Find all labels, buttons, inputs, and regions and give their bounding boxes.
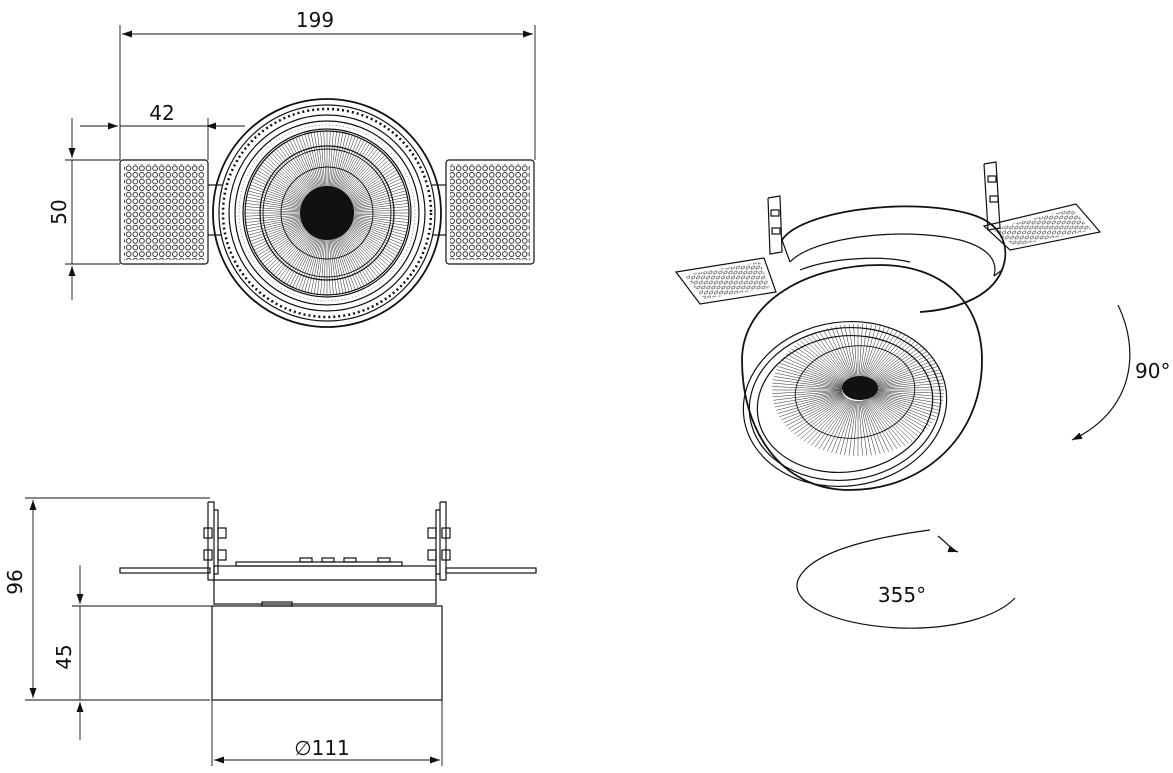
side-right-bracket xyxy=(427,501,537,581)
dim-bracket-height: 50 xyxy=(47,118,120,300)
dim-diameter: ∅111 xyxy=(211,700,443,766)
dim-bracket-width: 42 xyxy=(80,101,245,160)
left-spring-bracket xyxy=(119,159,222,265)
tilt-angle-label: 90° xyxy=(1135,359,1170,383)
side-top-ring xyxy=(213,557,437,607)
side-view: 96 45 ∅111 xyxy=(3,497,537,766)
right-spring-bracket xyxy=(432,159,535,265)
dim-label-diameter: ∅111 xyxy=(294,736,350,760)
iso-left-bracket xyxy=(674,195,783,305)
dim-label-bracket-height: 50 xyxy=(47,199,71,224)
dim-label-total-height: 96 xyxy=(3,569,27,594)
iso-reflector-sunburst xyxy=(772,324,944,456)
iso-lamp-head xyxy=(741,257,983,491)
dim-label-body-height: 45 xyxy=(52,644,76,669)
dim-label-overall-width: 199 xyxy=(296,8,334,32)
iso-right-bracket xyxy=(982,161,1102,251)
side-left-bracket xyxy=(119,501,227,581)
reflector-sunburst xyxy=(245,131,409,295)
isometric-view: 90° 355° xyxy=(674,161,1170,629)
top-view-lamp-body xyxy=(212,98,442,328)
iso-mounting-ring xyxy=(781,205,1007,313)
dim-total-height: 96 xyxy=(3,497,210,701)
dim-overall-width: 199 xyxy=(119,8,536,160)
top-view: 199 42 50 xyxy=(47,8,536,328)
pan-angle-label: 355° xyxy=(878,583,926,607)
dim-label-bracket-width: 42 xyxy=(149,101,174,125)
side-cylinder-body xyxy=(211,605,443,701)
dim-body-height: 45 xyxy=(52,565,212,740)
tilt-rotation-arrow: 90° xyxy=(1071,304,1170,441)
pan-rotation-arrow: 355° xyxy=(796,529,1016,629)
